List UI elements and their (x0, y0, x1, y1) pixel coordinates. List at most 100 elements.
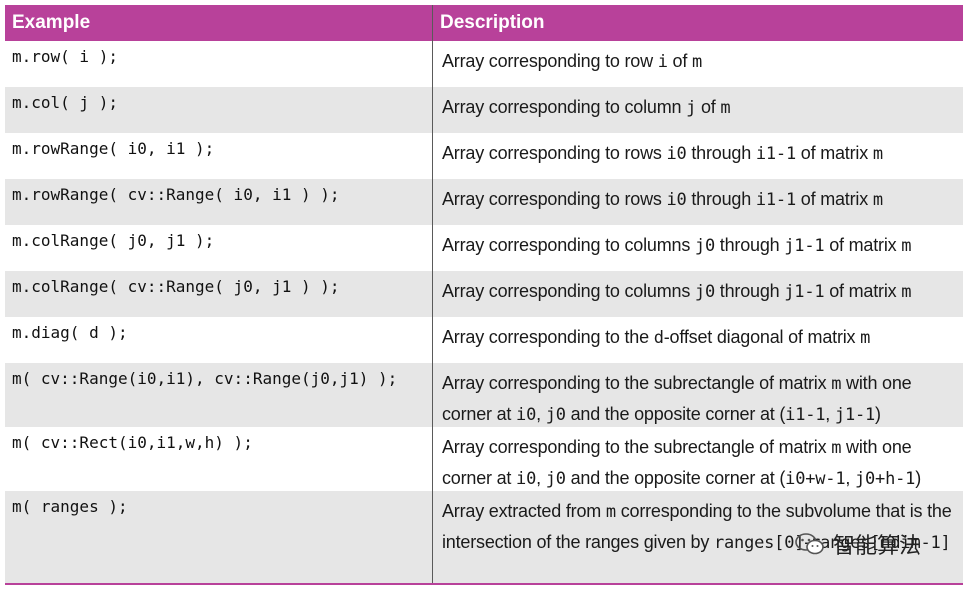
inline-code: i0 (516, 469, 537, 489)
inline-code: m (831, 438, 842, 458)
description-text: Array corresponding to columns j0 throug… (433, 225, 963, 271)
watermark: 智能算法 (795, 528, 921, 560)
inline-code: m (720, 98, 731, 118)
inline-code: i0 (516, 405, 537, 425)
table-row: m.rowRange( i0, i1 );Array corresponding… (5, 133, 963, 179)
description-fragment: with one corner at (442, 373, 912, 424)
description-fragment: of matrix (795, 143, 873, 163)
description-fragment: Array corresponding to row (442, 51, 658, 71)
reference-table: Example Description m.row( i );Array cor… (5, 5, 963, 583)
table-row: m.col( j );Array corresponding to column… (5, 87, 963, 133)
inline-code: m (831, 374, 842, 394)
description-fragment: with one corner at (442, 437, 912, 488)
example-code: m.colRange( cv::Range( j0, j1 ) ); (5, 271, 433, 317)
inline-code: i0 (666, 190, 687, 210)
description-fragment: Array corresponding to columns (442, 281, 695, 301)
table-body: m.row( i );Array corresponding to row i … (5, 41, 963, 583)
inline-code: j0 (694, 282, 715, 302)
description-fragment: Array extracted from (442, 501, 606, 521)
description-fragment: of (667, 51, 692, 71)
inline-code: m (860, 328, 871, 348)
description-fragment: corresponding to the subvolume that is t… (442, 501, 952, 552)
inline-code: i1-1 (755, 144, 796, 164)
description-fragment: , (536, 468, 546, 488)
description-fragment: through (715, 235, 785, 255)
description-fragment: , (845, 468, 855, 488)
inline-code: m (901, 282, 912, 302)
table-header: Example Description (5, 5, 963, 41)
inline-code: i (657, 52, 668, 72)
inline-code: i0+w-1 (785, 469, 846, 489)
description-fragment: - (804, 532, 811, 552)
table-row: m( cv::Range(i0,i1), cv::Range(j0,j1) );… (5, 363, 963, 427)
inline-code: i1-1 (755, 190, 796, 210)
table-row: m.diag( d );Array corresponding to the d… (5, 317, 963, 363)
description-text: Array extracted from m corresponding to … (433, 491, 963, 583)
description-text: Array corresponding to the subrectangle … (433, 427, 963, 491)
description-fragment: -offset diagonal of matrix (663, 327, 861, 347)
description-text: Array corresponding to rows i0 through i… (433, 133, 963, 179)
inline-code: m (691, 52, 703, 72)
inline-code: i0 (666, 144, 687, 164)
description-text: Array corresponding to rows i0 through i… (433, 179, 963, 225)
table-row: m( cv::Rect(i0,i1,w,h) ); Array correspon… (5, 427, 963, 491)
example-code: m.colRange( j0, j1 ); (5, 225, 433, 271)
inline-code: i1-1 (785, 405, 826, 425)
description-text: Array corresponding to column j of m (433, 87, 963, 133)
inline-code: j0 (694, 236, 715, 256)
description-text: Array corresponding to row i of m (433, 41, 963, 87)
table-row: m.colRange( j0, j1 );Array corresponding… (5, 225, 963, 271)
header-example: Example (5, 5, 433, 41)
description-fragment: through (686, 143, 756, 163)
inline-code: ranges[ndim-1] (810, 533, 951, 553)
inline-code: j0 (545, 405, 566, 425)
example-code: m.col( j ); (5, 87, 433, 133)
description-fragment: Array corresponding to rows (442, 189, 667, 209)
example-code: m.rowRange( i0, i1 ); (5, 133, 433, 179)
example-code: m.row( i ); (5, 41, 433, 87)
inline-code: j0 (545, 469, 566, 489)
inline-code: m (872, 144, 883, 164)
description-fragment: through (686, 189, 756, 209)
inline-code: ranges[0] (713, 533, 805, 553)
inline-code: m (872, 190, 883, 210)
description-fragment: and the opposite corner at ( (565, 404, 786, 424)
example-code: m( cv::Range(i0,i1), cv::Range(j0,j1) ); (5, 363, 433, 427)
description-fragment: and the opposite corner at ( (565, 468, 786, 488)
description-fragment: of matrix (795, 189, 873, 209)
description-fragment: Array corresponding to rows (442, 143, 667, 163)
example-code: m.diag( d ); (5, 317, 433, 363)
wechat-icon (795, 533, 824, 555)
inline-code: j1-1 (784, 282, 825, 302)
description-fragment: Array corresponding to column (442, 97, 687, 117)
description-fragment: Array corresponding to columns (442, 235, 695, 255)
description-text: Array corresponding to the subrectangle … (433, 363, 963, 427)
table-row: m.row( i );Array corresponding to row i … (5, 41, 963, 87)
table-row: m.rowRange( cv::Range( i0, i1 ) );Array … (5, 179, 963, 225)
description-fragment: of matrix (824, 235, 902, 255)
description-fragment: through (715, 281, 785, 301)
watermark-text: 智能算法 (833, 534, 922, 559)
example-code: m.rowRange( cv::Range( i0, i1 ) ); (5, 179, 433, 225)
inline-code: d (653, 328, 664, 348)
inline-code: m (901, 236, 912, 256)
table-row: m( ranges );Array extracted from m corre… (5, 491, 963, 583)
table-row: m.colRange( cv::Range( j0, j1 ) );Array … (5, 271, 963, 317)
description-fragment: Array corresponding to the (442, 327, 654, 347)
header-description: Description (440, 12, 545, 33)
inline-code: j1-1 (834, 405, 876, 425)
description-text: Array corresponding to the d-offset diag… (433, 317, 963, 363)
inline-code: m (605, 502, 616, 522)
description-text: Array corresponding to columns j0 throug… (433, 271, 963, 317)
description-fragment: , (825, 404, 835, 424)
description-fragment: ) (875, 404, 881, 424)
description-fragment: , (536, 404, 546, 424)
table-bottom-rule (5, 583, 963, 585)
description-fragment: Array corresponding to the subrectangle … (442, 373, 832, 393)
inline-code: j (686, 98, 697, 118)
description-fragment: of (696, 97, 721, 117)
description-fragment: Array corresponding to the subrectangle … (442, 437, 832, 457)
example-code: m( ranges ); (5, 491, 433, 583)
inline-code: j1-1 (784, 236, 825, 256)
example-code: m( cv::Rect(i0,i1,w,h) ); (5, 427, 433, 491)
